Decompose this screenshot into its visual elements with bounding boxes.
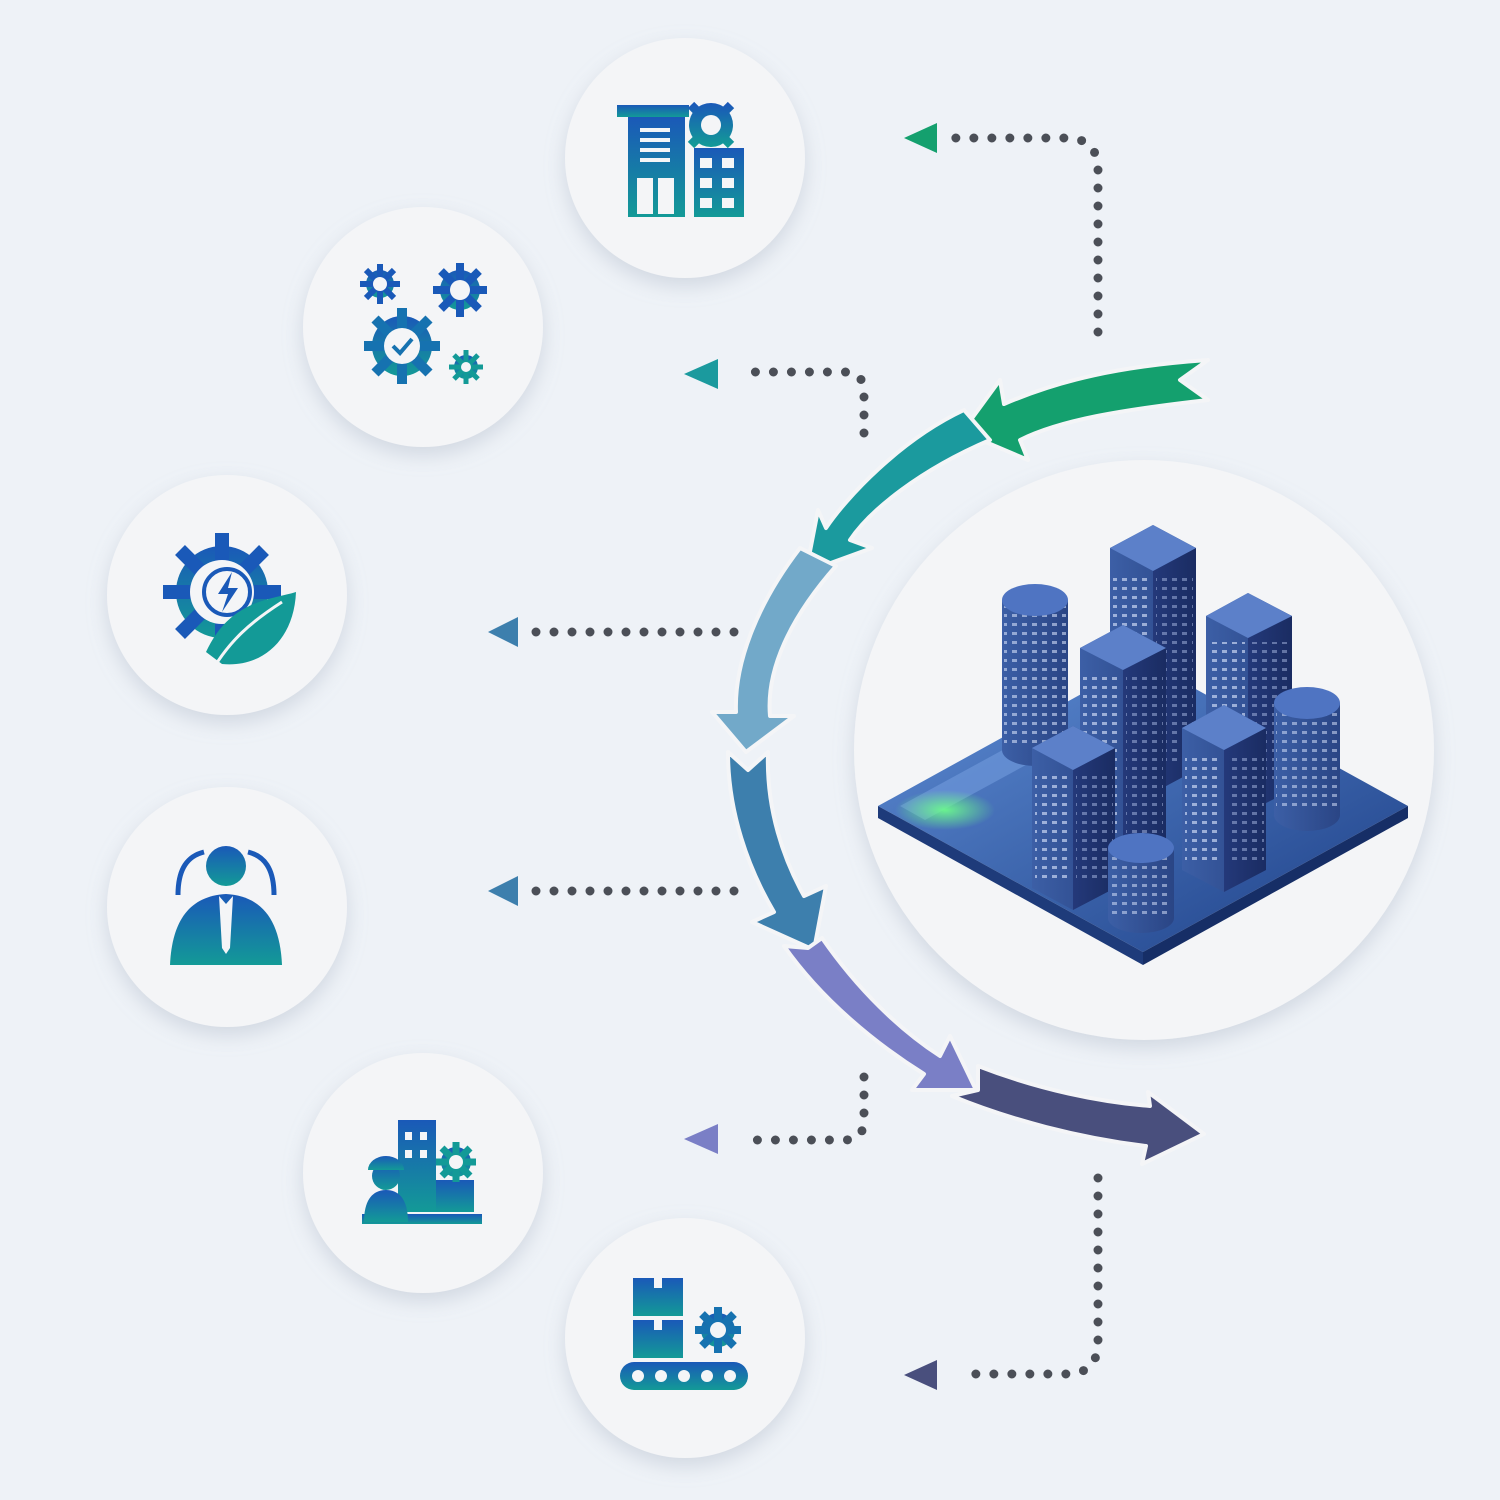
flow-arrow-6: [950, 1064, 1206, 1166]
connector-smart-building: [945, 133, 1103, 337]
flow-arrows: [710, 358, 1210, 1166]
node-construction: [303, 1053, 543, 1293]
worker-building-gear-icon: [362, 1120, 482, 1224]
arrowhead-energy: [488, 617, 518, 647]
flow-arrow-3: [710, 546, 838, 754]
manager-icon: [170, 846, 282, 965]
arrowhead-smart-building: [904, 123, 937, 153]
conveyor-boxes-gear-icon: [620, 1278, 748, 1390]
arrowhead-operations: [684, 359, 718, 389]
connector-arrowheads: [488, 123, 937, 1390]
node-energy: [107, 475, 347, 715]
flow-arrow-1: [960, 358, 1210, 462]
arrowhead-logistics: [904, 1360, 937, 1390]
node-management: [107, 787, 347, 1027]
hub: [854, 460, 1434, 1040]
isometric-city-icon: [878, 525, 1408, 965]
arrowhead-construction: [684, 1124, 718, 1154]
connector-logistics: [955, 1173, 1103, 1379]
connectors: [525, 133, 1103, 1379]
node-operations: [303, 207, 543, 447]
connector-operations: [735, 367, 869, 438]
arrowhead-management: [488, 876, 518, 906]
node-smart-building: [565, 38, 805, 278]
building-gear-icon: [617, 97, 744, 217]
flow-arrow-2: [804, 408, 992, 574]
gears-check-icon: [360, 263, 487, 384]
flow-arrow-4: [726, 750, 828, 952]
flow-arrow-5: [782, 936, 978, 1092]
gear-leaf-energy-icon: [163, 533, 296, 679]
connector-construction: [735, 1072, 869, 1145]
node-logistics: [565, 1218, 805, 1458]
